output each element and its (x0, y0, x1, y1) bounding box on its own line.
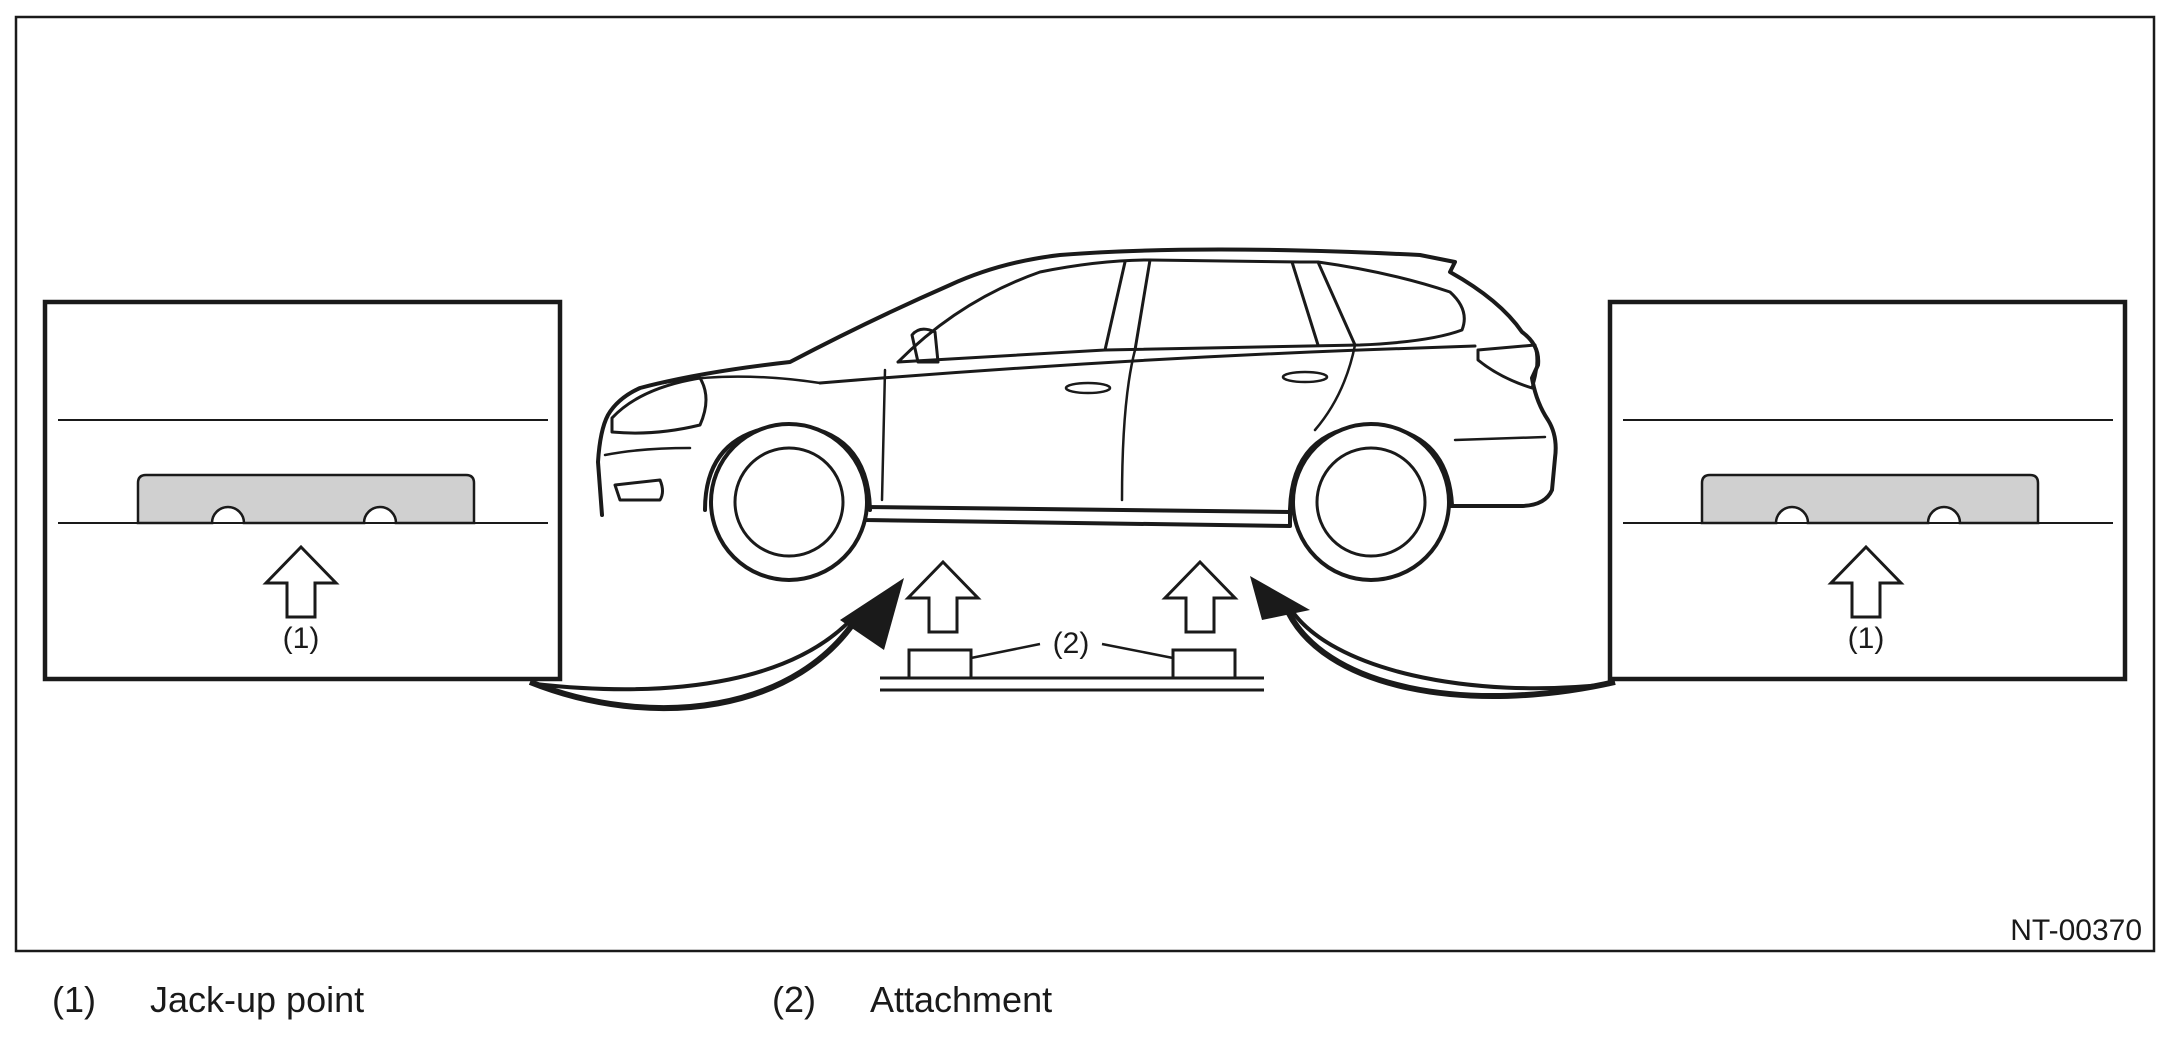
tail-light (1476, 343, 1539, 390)
front-bumper-line (603, 446, 692, 457)
headlight (610, 376, 708, 435)
jack-pad-front (136, 473, 476, 525)
vehicle-side-view (596, 247, 1558, 582)
window-frame (896, 258, 1466, 364)
door-line-rear (1313, 343, 1357, 432)
callout-2-leader-front (970, 642, 1041, 660)
side-mirror (910, 327, 940, 364)
legend-num-2: (2) (772, 979, 816, 1020)
fog-light (613, 478, 664, 502)
detail-panel-rear: (1) (1607, 299, 2128, 682)
callout-1-front: (1) (283, 622, 320, 655)
legend: (1) Jack-up point (2) Attachment (0, 980, 2172, 1020)
door-line-front (880, 368, 887, 502)
belt-line (818, 344, 1477, 385)
attachment: (2) (880, 627, 1264, 692)
rear-bumper-line (1453, 435, 1547, 442)
detail-panel-front: (1) (42, 299, 563, 682)
callout-1-rear: (1) (1848, 622, 1885, 655)
door-line-middle (1120, 348, 1137, 502)
a-pillar (1103, 260, 1127, 352)
figure-frame (14, 15, 2156, 953)
attachment-pad-front (907, 648, 973, 680)
d-pillar (1316, 260, 1357, 347)
figure-code: NT-00370 (2010, 914, 2142, 947)
rocker-panel (863, 505, 1292, 528)
lift-arrow-front (906, 560, 980, 634)
front-rim (733, 446, 845, 558)
door-handle-rear (1281, 370, 1329, 384)
attachment-pad-rear (1171, 648, 1237, 680)
hood-line (638, 375, 822, 390)
callout-2: (2) (1053, 627, 1090, 660)
legend-text-1: Jack-up point (150, 979, 365, 1020)
legend-text-2: Attachment (870, 979, 1053, 1020)
callout-2-leader-rear (1101, 642, 1174, 660)
rear-rim (1315, 446, 1427, 558)
leader-arrow-front (528, 578, 904, 711)
jack-pad-rear (1700, 473, 2040, 525)
door-handle-front (1064, 381, 1112, 395)
leader-arrow-rear (1250, 576, 1616, 699)
legend-num-1: (1) (52, 979, 96, 1020)
b-pillar (1133, 258, 1152, 352)
c-pillar (1290, 260, 1320, 347)
lift-arrow-rear (1163, 560, 1237, 634)
